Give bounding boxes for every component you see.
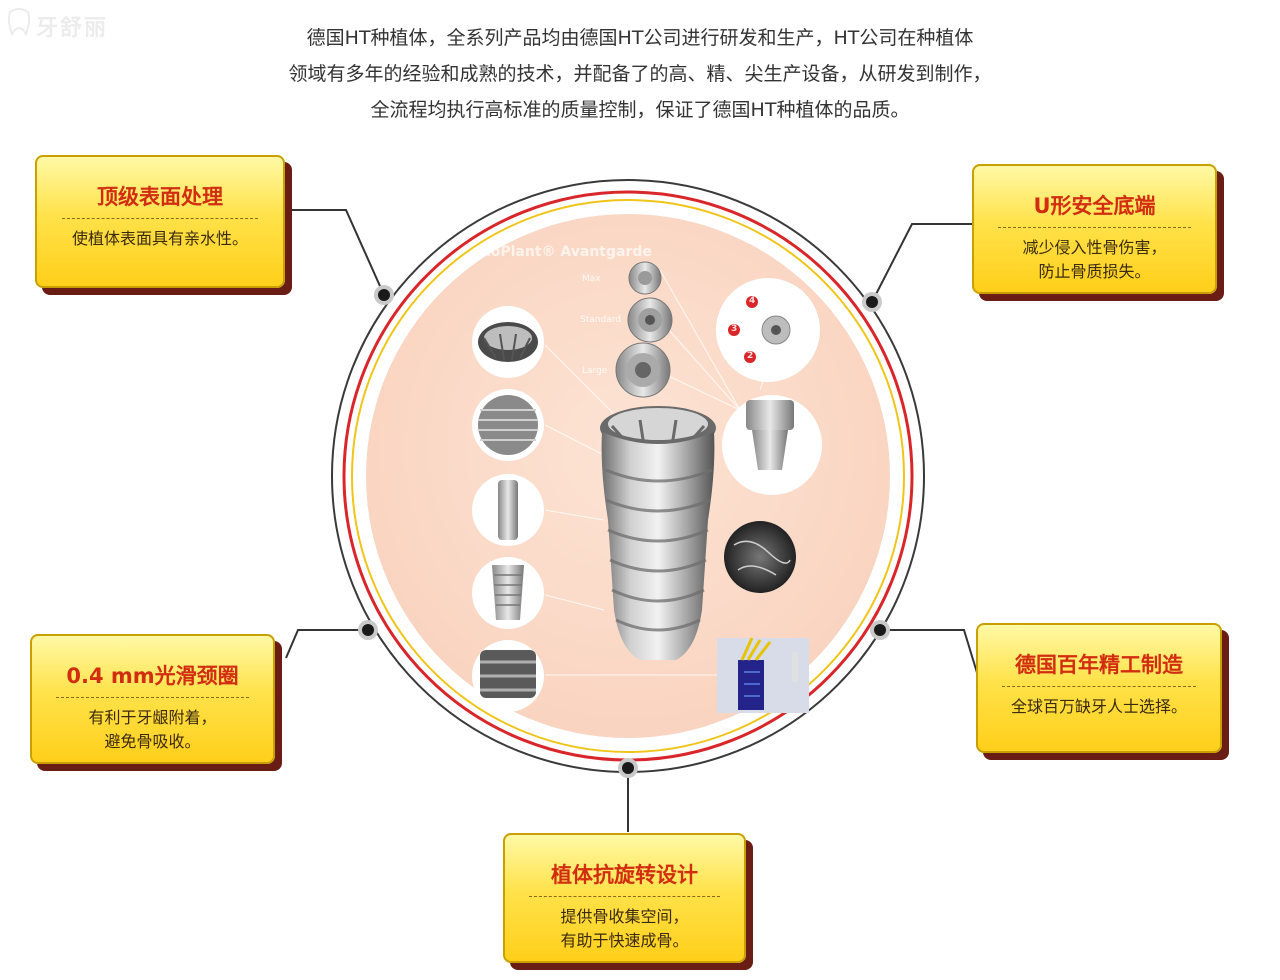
- intro-paragraph: 德国HT种植体，全系列产品均由德国HT公司进行研发和生产，HT公司在种植体 领域…: [120, 20, 1160, 128]
- size-label-large: Large: [582, 366, 608, 376]
- yellow-ring: [351, 199, 905, 753]
- detail-circle-markers: [716, 278, 820, 382]
- feature-desc: 减少侵入性骨伤害，: [1022, 238, 1167, 257]
- size-variant-standard: [627, 297, 673, 343]
- feature-card-craftsmanship: 德国百年精工制造 全球百万缺牙人士选择。: [976, 623, 1222, 753]
- divider: [1002, 686, 1196, 687]
- watermark-logo: 牙舒丽: [6, 6, 136, 41]
- feature-desc: 全球百万缺牙人士选择。: [1010, 697, 1187, 716]
- detail-circle-body: [472, 474, 544, 546]
- divider: [528, 896, 721, 897]
- feature-desc: 避免骨吸收。: [104, 732, 201, 751]
- detail-circle-bone: [724, 521, 796, 593]
- tooth-icon: [7, 8, 31, 36]
- feature-desc: 有利于牙龈附着，: [88, 708, 217, 727]
- size-label-standard: Standard: [580, 315, 621, 325]
- feature-card-surface: 顶级表面处理 使植体表面具有亲水性。: [35, 155, 285, 288]
- marker-label-4: 4: [749, 296, 756, 306]
- intro-line: 德国HT种植体，全系列产品均由德国HT公司进行研发和生产，HT公司在种植体: [306, 27, 974, 49]
- divider: [998, 227, 1191, 228]
- feature-desc: 使植体表面具有亲水性。: [71, 229, 248, 248]
- junction-dots: [358, 285, 890, 778]
- simulation-panel: [717, 637, 809, 713]
- detail-circle-thread: [472, 640, 544, 712]
- feature-card-bottom-end: U形安全底端 减少侵入性骨伤害， 防止骨质损失。: [972, 164, 1217, 294]
- watermark-text: 牙舒丽: [36, 16, 109, 41]
- divider: [61, 218, 259, 219]
- feature-card-collar: 0.4 mm光滑颈圈 有利于牙龈附着， 避免骨吸收。: [30, 634, 275, 764]
- feature-card-anti-rotation: 植体抗旋转设计 提供骨收集空间， 有助于快速成骨。: [503, 833, 746, 963]
- marker-label-2: 2: [747, 351, 754, 361]
- size-variant-large: [615, 342, 671, 398]
- intro-line: 领域有多年的经验和成熟的技术，并配备了的高、精、尖生产设备，从研发到制作，: [288, 63, 992, 85]
- intro-line: 全流程均执行高标准的质量控制，保证了德国HT种植体的品质。: [370, 99, 910, 121]
- detail-circle-neck: [472, 306, 544, 378]
- feature-title: 德国百年精工制造: [1015, 653, 1183, 677]
- feature-title: 植体抗旋转设计: [551, 863, 698, 887]
- brand-label: ...ioPlant® Avantgarde: [470, 244, 652, 260]
- divider: [56, 697, 249, 698]
- feature-desc: 提供骨收集空间，: [560, 907, 689, 926]
- detail-circle-apex: [472, 557, 544, 629]
- connector-lines: [285, 209, 979, 832]
- size-variant-max: [628, 261, 662, 295]
- main-implant: [600, 406, 716, 660]
- feature-title: U形安全底端: [1033, 194, 1156, 218]
- feature-title: 顶级表面处理: [97, 185, 223, 209]
- marker-label-3: 3: [731, 324, 738, 334]
- feature-desc: 防止骨质损失。: [1038, 262, 1151, 281]
- detail-circle-abutment: [722, 395, 822, 495]
- size-label-max: Max: [582, 274, 601, 284]
- detail-circle-surface: [472, 389, 544, 461]
- feature-desc: 有助于快速成骨。: [560, 931, 689, 950]
- feature-title: 0.4 mm光滑颈圈: [66, 664, 239, 688]
